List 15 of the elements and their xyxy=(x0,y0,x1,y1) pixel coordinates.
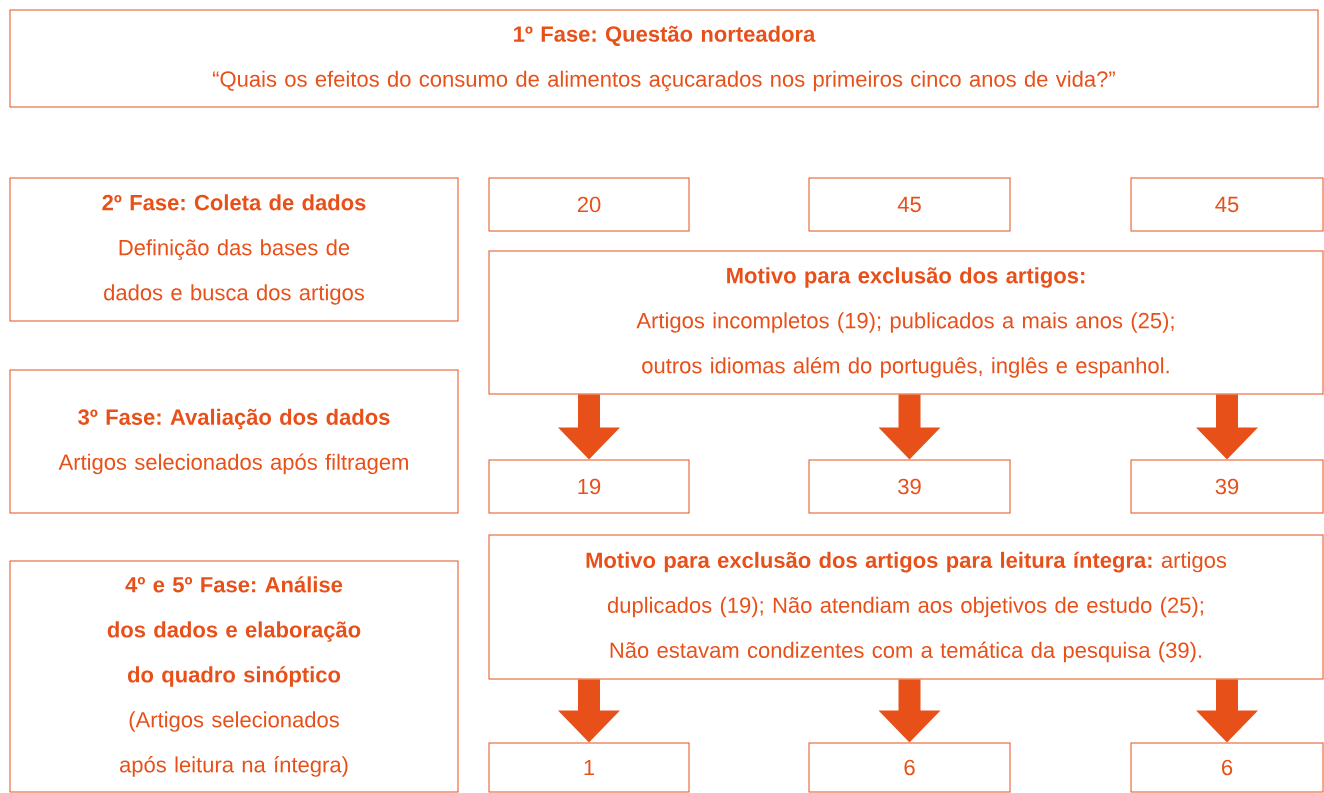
count-box: 39 xyxy=(1130,459,1324,514)
heading-box: Motivo para exclusão dos artigos: Artigos incompletos (19); publicados a mais anos (25); outros idiomas além do português, inglês e espanhol. xyxy=(488,250,1324,395)
count-box: 20 xyxy=(488,177,690,232)
count-box: 1 xyxy=(488,742,690,793)
note-box: Motivo para exclusão dos artigos para leitura íntegra: artigos duplicados (19); Não atendiam aos objetivos de estudo (25); Não estavam condizentes com a temática da pesquisa (39). xyxy=(488,534,1324,680)
count-box: 6 xyxy=(1130,742,1324,793)
heading-box: 1º Fase: Questão norteadora “Quais os efeitos do consumo de alimentos açucarados nos primeiros cinco anos de vida?” xyxy=(9,9,1319,108)
phase-box: 3º Fase: Avaliação dos dados Artigos selecionados após filtragem xyxy=(9,369,459,514)
count-box: 6 xyxy=(808,742,1011,793)
phase-box: 2º Fase: Coleta de dados Definição das bases de dados e busca dos artigos xyxy=(9,177,459,322)
phase-box: 4º e 5º Fase: Análise dos dados e elaboração do quadro sinóptico (Artigos selecionados após leitura na íntegra) xyxy=(9,560,459,793)
count-box: 39 xyxy=(808,459,1011,514)
count-box: 19 xyxy=(488,459,690,514)
count-box: 45 xyxy=(1130,177,1324,232)
count-box: 45 xyxy=(808,177,1011,232)
